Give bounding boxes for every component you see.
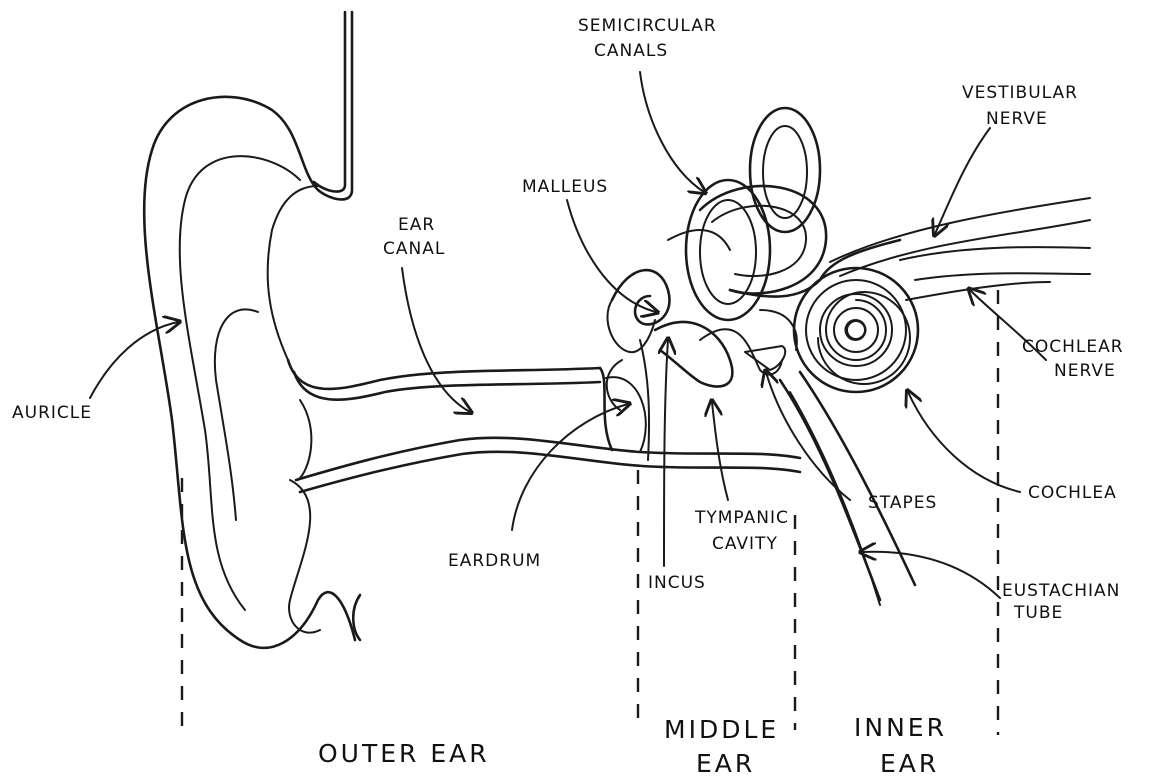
svg-text:INNER: INNER bbox=[854, 713, 947, 742]
ear-canal-shape bbox=[288, 360, 800, 492]
svg-text:CAVITY: CAVITY bbox=[712, 534, 778, 554]
svg-text:NERVE: NERVE bbox=[1054, 361, 1116, 381]
svg-text:NERVE: NERVE bbox=[986, 109, 1048, 129]
eustachian-tube-arrow bbox=[862, 552, 1000, 598]
svg-text:EAR: EAR bbox=[398, 215, 435, 235]
svg-text:COCHLEAR: COCHLEAR bbox=[1022, 337, 1124, 357]
semicircular-canals-arrow bbox=[640, 72, 704, 192]
ear-canal-label: EAR CANAL bbox=[383, 215, 445, 259]
middle-ear-label: MIDDLE EAR bbox=[664, 715, 779, 778]
auricle-arrow bbox=[90, 322, 178, 398]
svg-text:EAR: EAR bbox=[696, 749, 755, 778]
incus-label: INCUS bbox=[648, 573, 706, 593]
ear-canal-arrow bbox=[402, 268, 470, 412]
svg-text:CANALS: CANALS bbox=[594, 41, 668, 61]
stapes-arrow bbox=[766, 372, 850, 500]
svg-text:EUSTACHIAN: EUSTACHIAN bbox=[1002, 581, 1120, 601]
semicircular-canals-label: SEMICIRCULAR CANALS bbox=[578, 16, 717, 61]
svg-text:VESTIBULAR: VESTIBULAR bbox=[962, 83, 1078, 103]
vestibular-nerve-label: VESTIBULAR NERVE bbox=[962, 83, 1078, 129]
cochlea-arrow bbox=[908, 392, 1020, 492]
eardrum-label: EARDRUM bbox=[448, 551, 541, 571]
svg-text:EAR: EAR bbox=[880, 749, 939, 778]
middle-ear-shape bbox=[600, 230, 785, 460]
stapes-label: STAPES bbox=[868, 493, 937, 513]
outer-ear-label: OUTER EAR bbox=[318, 739, 490, 768]
auricle-shape bbox=[144, 12, 360, 648]
vestibular-nerve-arrow bbox=[935, 128, 990, 234]
tympanic-cavity-arrow bbox=[712, 402, 728, 500]
svg-text:TUBE: TUBE bbox=[1013, 603, 1063, 623]
svg-text:MIDDLE: MIDDLE bbox=[664, 715, 779, 744]
malleus-arrow bbox=[567, 200, 656, 312]
svg-text:CANAL: CANAL bbox=[383, 239, 445, 259]
svg-text:TYMPANIC: TYMPANIC bbox=[694, 508, 789, 528]
cochlea-label: COCHLEA bbox=[1028, 483, 1117, 503]
eardrum-arrow bbox=[512, 404, 628, 530]
tympanic-cavity-label: TYMPANIC CAVITY bbox=[694, 508, 789, 554]
eustachian-tube-label: EUSTACHIAN TUBE bbox=[1002, 581, 1120, 623]
cochlear-nerve-label: COCHLEAR NERVE bbox=[1022, 337, 1124, 381]
malleus-label: MALLEUS bbox=[522, 177, 608, 197]
inner-ear-label: INNER EAR bbox=[854, 713, 947, 778]
auricle-label: AURICLE bbox=[12, 403, 92, 423]
svg-text:SEMICIRCULAR: SEMICIRCULAR bbox=[578, 16, 717, 36]
